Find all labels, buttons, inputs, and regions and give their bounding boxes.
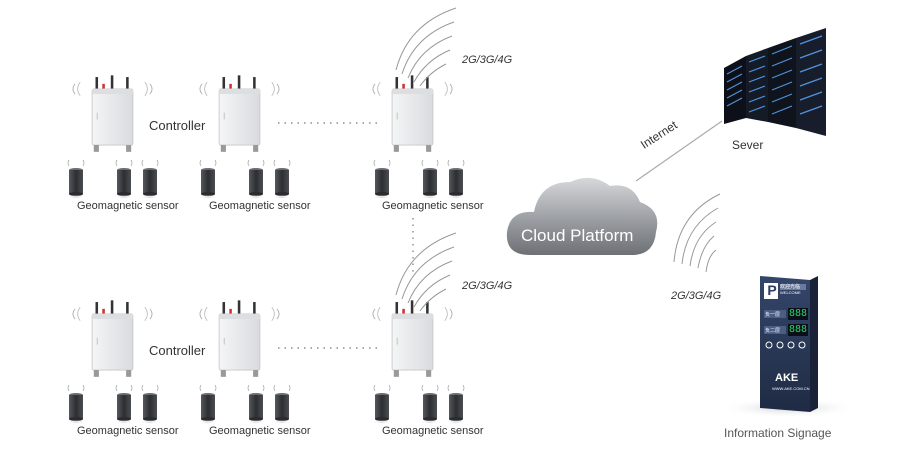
sensor-label: Geomagnetic sensor	[209, 425, 311, 437]
controller-label: Controller	[149, 343, 206, 358]
signage-label: Information Signage	[724, 426, 832, 440]
signage-brand: AKE	[775, 372, 799, 384]
sensor-group	[198, 160, 292, 200]
network-label: 2G/3G/4G	[671, 290, 722, 302]
controller-device	[372, 74, 453, 153]
signage-welcome-en: WELCOME	[780, 290, 801, 295]
sensor-label: Geomagnetic sensor	[77, 425, 179, 437]
controller-device	[199, 74, 280, 153]
controller-device	[199, 299, 280, 378]
controller-device	[372, 299, 453, 378]
signage-row1-label: 负一层	[765, 312, 781, 318]
network-label: 2G/3G/4G	[462, 280, 513, 292]
network-label: 2G/3G/4G	[462, 54, 513, 66]
sensor-group	[66, 385, 160, 425]
sensor-label: Geomagnetic sensor	[77, 200, 179, 212]
sensor-group	[66, 160, 160, 200]
sensor-label: Geomagnetic sensor	[382, 425, 484, 437]
signage-row2-value: 888	[789, 324, 808, 335]
signage-website: WWW.AKE.COM.CN	[772, 386, 810, 391]
controller-label: Controller	[149, 118, 206, 133]
signage-welcome: 欢迎光临	[780, 284, 801, 290]
signal-arcs	[673, 193, 721, 273]
server-racks	[724, 28, 826, 136]
cloud-label: Cloud Platform	[521, 226, 634, 245]
signage-row1-value: 888	[789, 308, 808, 319]
controller-device	[72, 299, 153, 378]
cloud-shape	[506, 177, 658, 256]
server-label: Sever	[732, 138, 764, 152]
sensor-label: Geomagnetic sensor	[209, 200, 311, 212]
controller-device	[72, 74, 153, 153]
parking-letter: P	[767, 282, 777, 298]
signal-arcs	[395, 232, 457, 312]
sensor-group	[198, 385, 292, 425]
sensor-group	[372, 160, 466, 200]
signal-arcs	[395, 7, 457, 87]
sensor-group	[372, 385, 466, 425]
sensor-label: Geomagnetic sensor	[382, 200, 484, 212]
signage-row2-label: 负二层	[765, 328, 781, 334]
signage-board	[718, 276, 858, 418]
